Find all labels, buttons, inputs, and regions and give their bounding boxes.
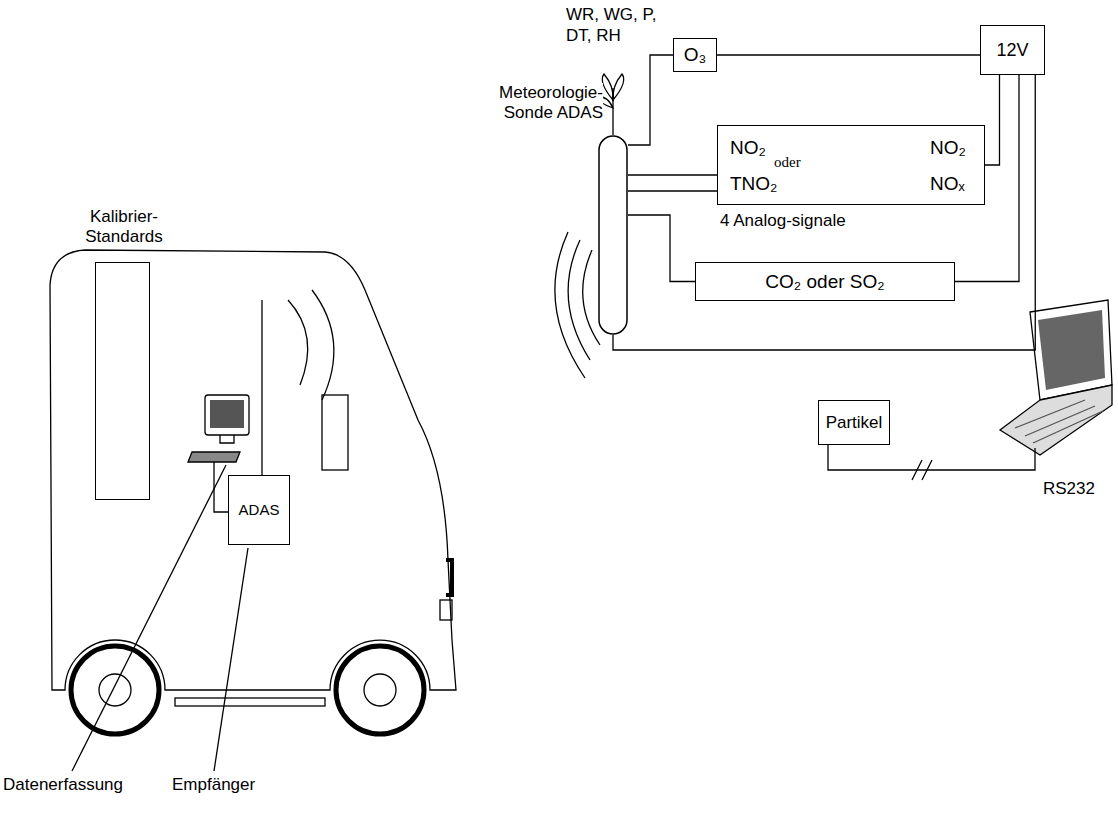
monitor [205,395,249,435]
node-text: oder [774,152,801,172]
sensor-box: NO₂ oder NO₂ TNO₂ NOₓ [717,125,985,205]
antenna [261,300,262,475]
radio-wave [555,232,585,378]
bumper [446,560,452,595]
sensor-box: CO₂ oder SO₂ [695,262,955,301]
laptop-keys [1015,400,1103,443]
sensor-box: O₃ [673,38,717,72]
radio-wave [583,250,600,345]
laptop-screen [1030,300,1112,400]
signal-wire [628,174,717,175]
node-text: NO₂ [930,138,966,158]
headlight [440,600,452,620]
node-text: O₃ [684,45,707,65]
keyboard [188,452,240,462]
node-text: TNO₂ [730,174,777,194]
side-window [322,395,348,470]
node-text: CO₂ oder SO₂ [765,272,884,292]
radio-wave [312,290,334,400]
signal-wire [628,55,673,145]
node-text: NO₂ [730,138,766,158]
signal-wire [628,190,717,191]
laptop-base [1000,385,1112,455]
calibration-rack: Kalibrier- Standards [95,262,150,500]
signal-wire [628,215,695,282]
leader-line [214,548,248,771]
power-box: 12V [980,25,1045,75]
running-board [175,698,325,706]
callout-label: Datenerfassung [3,774,123,795]
wheel-hub [364,674,396,706]
wheel-hub [99,674,131,706]
node-text: Partikel [826,413,883,433]
van-outline [50,250,456,690]
radio-wave [568,240,590,360]
radio-wave [288,300,308,385]
node-text: Meteorologie- Sonde ADAS [498,83,603,123]
node-text: 12V [996,40,1028,60]
rs232-cable [828,445,1035,470]
sensor-leaf [613,74,624,100]
monitor-stand [220,435,234,443]
signal-wire [613,75,1035,350]
laptop-display [1038,310,1105,390]
node-text: Kalibrier- Standards [74,207,174,247]
interface-name: RS232 [1043,478,1095,499]
leader-line [72,465,226,771]
callout-label: Empfänger [172,774,255,795]
signal-wire [985,75,1000,165]
signal-wire [717,54,980,55]
wheel [71,646,159,734]
probe-outline [598,135,628,335]
signal-note: 4 Analog-signale [720,210,846,231]
cable-slash [912,460,932,480]
node-text: ADAS [239,500,280,520]
computer-cable [214,462,228,512]
particle-box: Partikel [818,400,890,445]
wheel [336,646,424,734]
receiver-box: ADAS [228,475,290,545]
sensor-list: WR, WG, P, DT, RH [566,4,666,46]
probe-capsule: Meteorologie- Sonde ADAS [598,135,628,335]
monitor-screen [210,400,244,428]
node-text: NOₓ [930,174,965,194]
sensor-leaf [602,74,613,100]
